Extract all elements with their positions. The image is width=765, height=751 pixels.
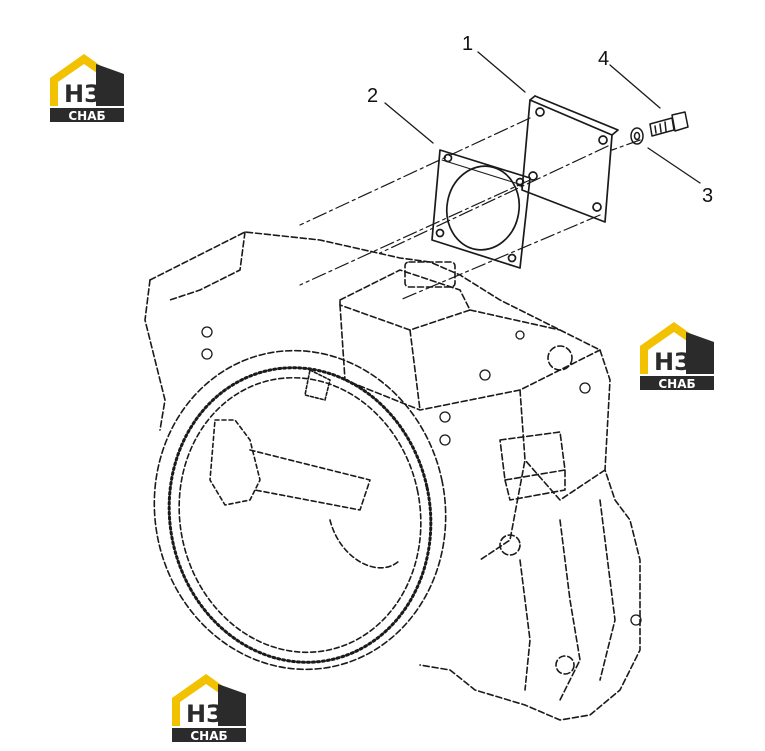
bolt-part-4 bbox=[649, 111, 689, 137]
callout-2: 2 bbox=[367, 85, 378, 107]
svg-text:НЗ: НЗ bbox=[654, 348, 691, 376]
washer-part-3 bbox=[630, 127, 644, 145]
gasket-part-2 bbox=[431, 149, 531, 269]
house-logo-icon: НЗ СНАБ bbox=[172, 674, 246, 743]
callout-4: 4 bbox=[598, 48, 609, 70]
logo-middle-right: НЗ СНАБ bbox=[638, 318, 716, 392]
svg-text:НЗ: НЗ bbox=[186, 700, 223, 728]
bolt-holes bbox=[201, 326, 642, 626]
flywheel-ring bbox=[153, 349, 447, 671]
house-logo-icon: НЗ СНАБ bbox=[50, 54, 124, 123]
svg-text:СНАБ: СНАБ bbox=[68, 109, 105, 123]
svg-text:НЗ: НЗ bbox=[64, 80, 101, 108]
logo-top-left: НЗ СНАБ bbox=[48, 50, 126, 124]
callout-1: 1 bbox=[462, 33, 473, 55]
logo-bottom-left: НЗ СНАБ bbox=[170, 670, 248, 744]
flywheel-housing bbox=[144, 231, 641, 721]
house-logo-icon: НЗ СНАБ bbox=[640, 322, 714, 391]
svg-text:СНАБ: СНАБ bbox=[190, 729, 227, 743]
svg-text:СНАБ: СНАБ bbox=[658, 377, 695, 391]
cover-plate-part-1 bbox=[521, 95, 619, 223]
leader-lines bbox=[384, 51, 701, 184]
callout-3: 3 bbox=[702, 185, 713, 207]
alignment-lines bbox=[299, 117, 641, 301]
